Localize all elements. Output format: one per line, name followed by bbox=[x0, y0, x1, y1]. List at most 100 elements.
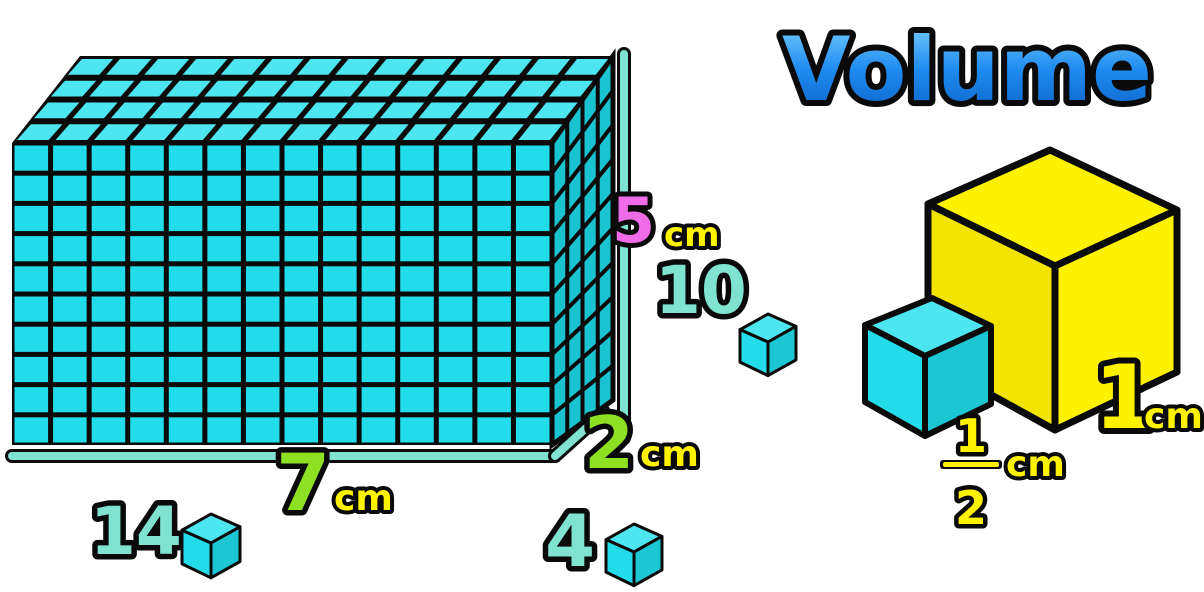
prism-front-cube bbox=[15, 297, 49, 322]
prism-front-cube bbox=[130, 206, 164, 231]
prism-front-cube bbox=[92, 206, 126, 231]
prism-front-cube bbox=[400, 206, 434, 231]
prism-front-cube bbox=[439, 297, 473, 322]
prism-front-cube bbox=[169, 206, 203, 231]
prism-front-cube bbox=[53, 327, 87, 352]
depth-unit-cube bbox=[606, 524, 662, 586]
prism-front-cube bbox=[323, 297, 357, 322]
half-cube-unit-label: cm bbox=[1006, 444, 1065, 485]
prism-front-cube bbox=[246, 266, 280, 291]
prism-front-cube bbox=[516, 206, 550, 231]
prism-front-cube bbox=[207, 417, 241, 442]
prism-front-cube bbox=[92, 146, 126, 171]
prism-front-cube bbox=[92, 266, 126, 291]
prism-front-cube bbox=[439, 236, 473, 261]
prism-front-cube bbox=[477, 146, 511, 171]
prism-front-cube bbox=[130, 266, 164, 291]
prism-front-cube bbox=[15, 417, 49, 442]
prism-front-cube bbox=[246, 206, 280, 231]
prism-front-cube bbox=[323, 236, 357, 261]
prism-front-cube bbox=[92, 387, 126, 412]
prism-front-cube bbox=[53, 236, 87, 261]
rectangular-prism bbox=[12, 54, 624, 456]
prism-front-cube bbox=[169, 146, 203, 171]
prism-front-cube bbox=[207, 236, 241, 261]
length-count-label: 14 bbox=[90, 493, 182, 570]
title: Volume bbox=[782, 18, 1152, 121]
prism-front-cube bbox=[439, 266, 473, 291]
prism-front-cube bbox=[439, 387, 473, 412]
length-unit-label: cm bbox=[334, 478, 393, 519]
prism-front-cube bbox=[285, 357, 319, 382]
prism-front-cube bbox=[92, 176, 126, 201]
prism-front-cube bbox=[246, 146, 280, 171]
prism-front-cube bbox=[285, 327, 319, 352]
prism-front-cube bbox=[15, 236, 49, 261]
prism-front-cube bbox=[400, 327, 434, 352]
prism-front-cube bbox=[362, 387, 396, 412]
prism-front-cube bbox=[362, 417, 396, 442]
prism-front-cube bbox=[53, 266, 87, 291]
length-label: 7 bbox=[276, 439, 330, 529]
prism-front-cube bbox=[246, 176, 280, 201]
prism-front-cube bbox=[169, 236, 203, 261]
prism-front-cube bbox=[439, 146, 473, 171]
height-count-label: 10 bbox=[655, 252, 747, 329]
prism-front-cube bbox=[285, 387, 319, 412]
prism-front-cube bbox=[53, 176, 87, 201]
prism-front-cube bbox=[323, 146, 357, 171]
prism-front-cube bbox=[130, 327, 164, 352]
prism-front-cube bbox=[285, 236, 319, 261]
prism-front-cube bbox=[15, 387, 49, 412]
prism-front-cube bbox=[207, 297, 241, 322]
prism-front-cube bbox=[246, 327, 280, 352]
prism-front-cube bbox=[477, 417, 511, 442]
prism-front-cube bbox=[362, 357, 396, 382]
depth-count-label: 4 bbox=[545, 499, 595, 583]
prism-front-cube bbox=[130, 357, 164, 382]
prism-front-cube bbox=[53, 357, 87, 382]
prism-front-cube bbox=[323, 206, 357, 231]
prism-front-cube bbox=[362, 327, 396, 352]
prism-front-cube bbox=[323, 387, 357, 412]
prism-front-cube bbox=[400, 266, 434, 291]
prism-front-cube bbox=[130, 146, 164, 171]
prism-front-cube bbox=[362, 236, 396, 261]
prism-front-cube bbox=[477, 327, 511, 352]
prism-front-cube bbox=[130, 176, 164, 201]
prism-front-cube bbox=[169, 297, 203, 322]
prism-front-cube bbox=[477, 357, 511, 382]
prism-front-cube bbox=[516, 266, 550, 291]
prism-front-cube bbox=[400, 176, 434, 201]
prism-front-cube bbox=[207, 176, 241, 201]
prism-front-cube bbox=[246, 357, 280, 382]
depth-unit-label: cm bbox=[640, 434, 699, 475]
big-cube-unit-label: cm bbox=[1144, 396, 1203, 437]
prism-front-cube bbox=[439, 417, 473, 442]
prism-front-cube bbox=[477, 236, 511, 261]
prism-front-cube bbox=[323, 327, 357, 352]
prism-front-cube bbox=[516, 297, 550, 322]
prism-front-cube bbox=[130, 297, 164, 322]
prism-front-cube bbox=[207, 146, 241, 171]
prism-front-cube bbox=[477, 206, 511, 231]
prism-front-cube bbox=[477, 266, 511, 291]
prism-front-cube bbox=[15, 357, 49, 382]
prism-front-cube bbox=[400, 236, 434, 261]
height-unit-label: cm bbox=[664, 215, 720, 255]
prism-front-cube bbox=[246, 417, 280, 442]
prism-front-cube bbox=[15, 206, 49, 231]
prism-front-cube bbox=[246, 236, 280, 261]
prism-front-cube bbox=[477, 297, 511, 322]
prism-front-cube bbox=[53, 146, 87, 171]
prism-front-cube bbox=[246, 297, 280, 322]
prism-front-cube bbox=[169, 266, 203, 291]
prism-front-cube bbox=[130, 236, 164, 261]
prism-front-cube bbox=[323, 266, 357, 291]
prism-front-cube bbox=[207, 206, 241, 231]
prism-front-cube bbox=[92, 236, 126, 261]
half-cube-denominator: 2 bbox=[955, 481, 987, 535]
prism-front-cube bbox=[169, 417, 203, 442]
prism-front-cube bbox=[92, 357, 126, 382]
